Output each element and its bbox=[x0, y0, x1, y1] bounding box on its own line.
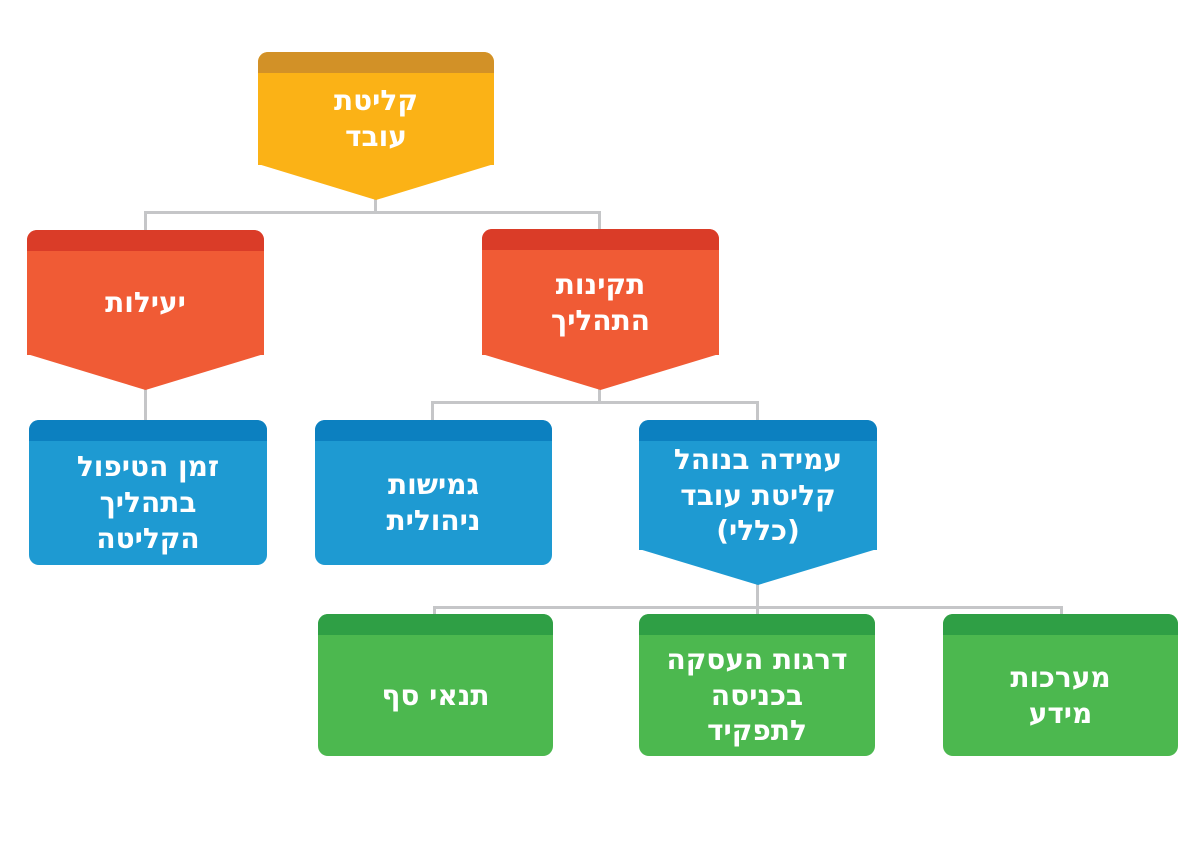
node-pointer-tip bbox=[482, 354, 719, 390]
connector-level3-hbar bbox=[431, 401, 759, 404]
node-information-systems: מערכות מידע bbox=[943, 614, 1178, 756]
node-top-band bbox=[29, 420, 267, 441]
node-label: קליטת עובד bbox=[334, 84, 418, 153]
node-label: גמישות ניהולית bbox=[386, 468, 481, 537]
node-label: תנאי סף bbox=[381, 678, 490, 712]
connector-root-stem bbox=[374, 196, 377, 213]
node-employee-onboarding: קליטת עובד bbox=[258, 52, 494, 200]
node-managerial-flexibility: גמישות ניהולית bbox=[315, 420, 552, 565]
node-label: זמן הטיפול בתהליך הקליטה bbox=[76, 450, 220, 555]
node-threshold-conditions: תנאי סף bbox=[318, 614, 553, 756]
connector-level2-hbar bbox=[144, 211, 601, 214]
node-top-band bbox=[639, 614, 875, 635]
node-pointer-tip bbox=[258, 164, 494, 200]
node-top-band bbox=[639, 420, 877, 441]
connector-compliance-drop bbox=[756, 401, 759, 421]
connector-infosystems-drop bbox=[1060, 606, 1063, 615]
node-label: דרגות העסקה בכניסה לתפקיד bbox=[666, 642, 848, 748]
connector-grades-drop bbox=[756, 606, 759, 615]
node-efficiency: יעילות bbox=[27, 230, 264, 390]
node-label: תקינות התהליך bbox=[551, 267, 650, 337]
node-pointer-tip bbox=[639, 549, 877, 585]
node-pointer-tip bbox=[27, 354, 264, 390]
connector-level4-hbar bbox=[433, 606, 1063, 609]
connector-process-validity-stem bbox=[598, 389, 601, 403]
node-handling-time: זמן הטיפול בתהליך הקליטה bbox=[29, 420, 267, 565]
node-top-band bbox=[315, 420, 552, 441]
node-top-band bbox=[27, 230, 264, 251]
node-entry-employment-grades: דרגות העסקה בכניסה לתפקיד bbox=[639, 614, 875, 756]
connector-efficiency-drop bbox=[144, 211, 147, 231]
connector-efficiency-child-stem bbox=[144, 389, 147, 421]
node-top-band bbox=[258, 52, 494, 73]
connector-compliance-stem bbox=[756, 582, 759, 608]
node-top-band bbox=[943, 614, 1178, 635]
node-label: עמידה בנוהל קליטת עובד (כללי) bbox=[673, 442, 843, 548]
node-onboarding-procedure-compliance: עמידה בנוהל קליטת עובד (כללי) bbox=[639, 420, 877, 585]
node-top-band bbox=[482, 229, 719, 250]
node-label: יעילות bbox=[105, 286, 186, 320]
node-label: מערכות מידע bbox=[1010, 660, 1111, 730]
node-top-band bbox=[318, 614, 553, 635]
node-process-validity: תקינות התהליך bbox=[482, 229, 719, 390]
connector-flexibility-drop bbox=[431, 401, 434, 421]
connector-process-validity-drop bbox=[598, 211, 601, 230]
connector-threshold-drop bbox=[433, 606, 436, 615]
